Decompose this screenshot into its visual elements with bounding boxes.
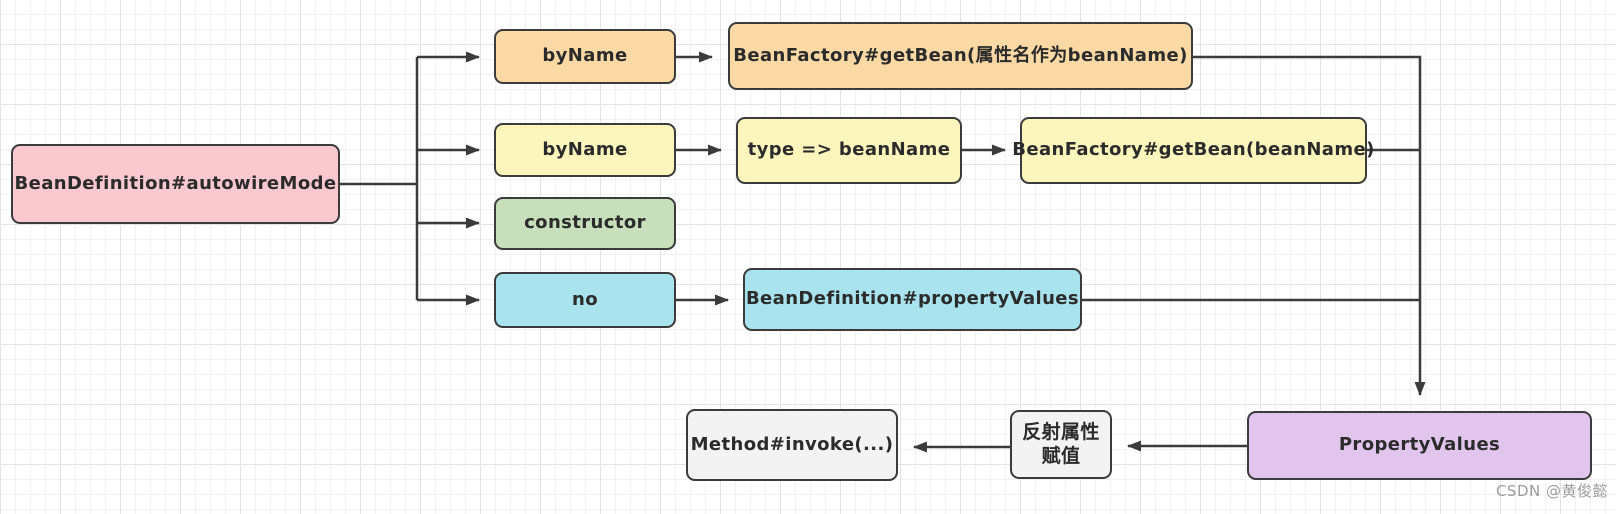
node-byname-2: byName: [494, 123, 676, 177]
node-getbean-beanname: BeanFactory#getBean(beanName): [1012, 117, 1374, 184]
node-autowire-mode: BeanDefinition#autowireMode: [11, 144, 340, 224]
reflect-assign-line1: 反射属性: [1022, 420, 1100, 443]
node-byname-1: byName: [494, 29, 676, 84]
node-type-to-beanname: type => beanName: [736, 117, 962, 184]
reflect-assign-line2: 赋值: [1041, 444, 1081, 467]
node-method-invoke: Method#invoke(...): [686, 409, 898, 481]
node-no: no: [494, 272, 676, 328]
node-reflect-assign: 反射属性 赋值: [1010, 410, 1112, 479]
node-getbean-property-name: BeanFactory#getBean(属性名作为beanName): [728, 22, 1193, 90]
node-propertyvalues: PropertyValues: [1247, 411, 1592, 480]
node-propertyvalues-field: BeanDefinition#propertyValues: [743, 268, 1082, 331]
node-constructor: constructor: [494, 197, 676, 250]
csdn-watermark: CSDN @黄俊懿: [1495, 482, 1608, 500]
